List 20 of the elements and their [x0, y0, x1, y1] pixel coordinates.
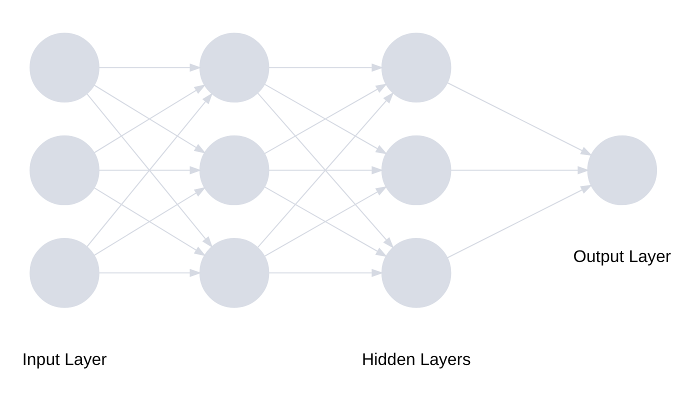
arrow — [99, 268, 202, 277]
node-circle — [30, 135, 100, 206]
arrow — [268, 166, 384, 174]
label: Output Layer — [573, 247, 672, 266]
node-circle — [199, 32, 270, 103]
arrow — [99, 64, 202, 72]
node-circle — [587, 135, 658, 206]
arrow — [447, 184, 592, 258]
arrow — [451, 166, 590, 174]
node-circle — [30, 32, 100, 103]
node-circle — [199, 238, 270, 308]
node-circle — [30, 238, 100, 308]
label: Hidden Layers — [362, 350, 471, 369]
arrow — [268, 64, 384, 72]
node-circle — [381, 135, 452, 206]
label: Input Layer — [22, 350, 107, 369]
node-circle — [199, 135, 270, 206]
arrow — [268, 268, 384, 277]
arrow — [447, 82, 592, 156]
arrow — [99, 166, 202, 174]
